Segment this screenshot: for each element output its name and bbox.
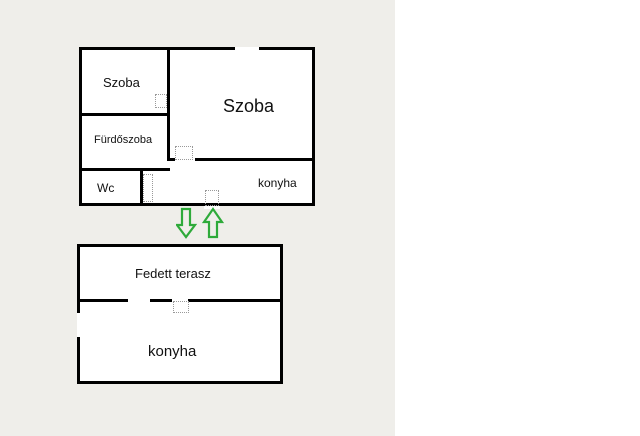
blank-panel xyxy=(395,0,640,436)
door-szoba xyxy=(155,94,167,108)
window-top xyxy=(235,47,259,50)
wall-szoba-konyha-right xyxy=(195,158,315,161)
wall-terasz-konyha-2 xyxy=(150,299,172,302)
wall-szoba-bath xyxy=(82,113,170,116)
wall-vertical-main xyxy=(167,50,170,160)
room-label-wc: Wc xyxy=(97,181,115,195)
door-entrance xyxy=(205,190,219,206)
wall-terasz-konyha-1 xyxy=(80,299,128,302)
door-wc xyxy=(143,174,153,202)
room-label-szoba-large: Szoba xyxy=(223,96,275,116)
door-szoba-large xyxy=(175,146,193,160)
wall-terasz-konyha-3 xyxy=(188,299,283,302)
room-label-furdoszoba: Fürdőszoba xyxy=(94,134,153,146)
wall-wc-right xyxy=(140,168,143,206)
lower-floor-plan: Fedett terasz konyha xyxy=(77,244,283,384)
room-label-fedett-terasz: Fedett terasz xyxy=(135,266,211,281)
wall-bath-wc xyxy=(82,168,170,171)
upper-floor-plan: Szoba Szoba Fürdőszoba Wc konyha xyxy=(79,47,315,209)
room-label-szoba-small: Szoba xyxy=(103,75,140,90)
arrow-down-icon xyxy=(176,207,198,239)
arrow-up-icon xyxy=(201,207,224,239)
room-label-konyha-lower: konyha xyxy=(148,343,197,360)
wall-szoba-konyha-left xyxy=(167,158,175,161)
connector-arrows xyxy=(176,207,224,239)
room-label-konyha: konyha xyxy=(258,176,297,190)
entrance-gap xyxy=(204,206,220,209)
window-left xyxy=(77,313,80,337)
door-terasz-konyha xyxy=(173,301,189,313)
